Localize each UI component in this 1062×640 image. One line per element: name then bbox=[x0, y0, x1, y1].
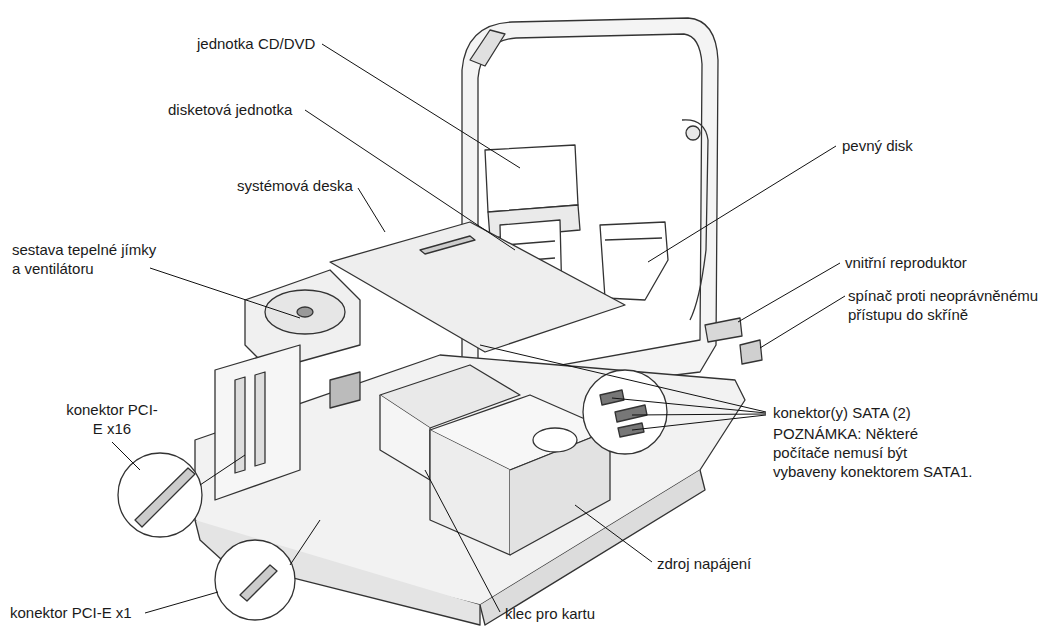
part-label: konektor PCI-E x16 bbox=[62, 400, 162, 438]
part-label: konektor(y) SATA (2) bbox=[773, 403, 911, 422]
part-label: klec pro kartu bbox=[505, 604, 595, 623]
part-label: konektor PCI-E x1 bbox=[10, 603, 132, 622]
part-label: vnitřní reproduktor bbox=[845, 253, 967, 272]
chassis bbox=[118, 18, 762, 625]
part-label: zdroj napájení bbox=[657, 554, 751, 573]
part-label: spínač proti neoprávněnému přístupu do s… bbox=[848, 286, 1056, 324]
part-label: jednotka CD/DVD bbox=[197, 34, 315, 53]
leader-lines bbox=[112, 44, 845, 613]
part-label: pevný disk bbox=[842, 136, 913, 155]
part-label: sestava tepelné jímky a ventilátoru bbox=[12, 240, 162, 278]
part-label: systémová deska bbox=[237, 176, 353, 195]
part-label: disketová jednotka bbox=[168, 100, 292, 119]
note-text: POZNÁMKA: Některé počítače nemusí být vy… bbox=[773, 424, 973, 481]
